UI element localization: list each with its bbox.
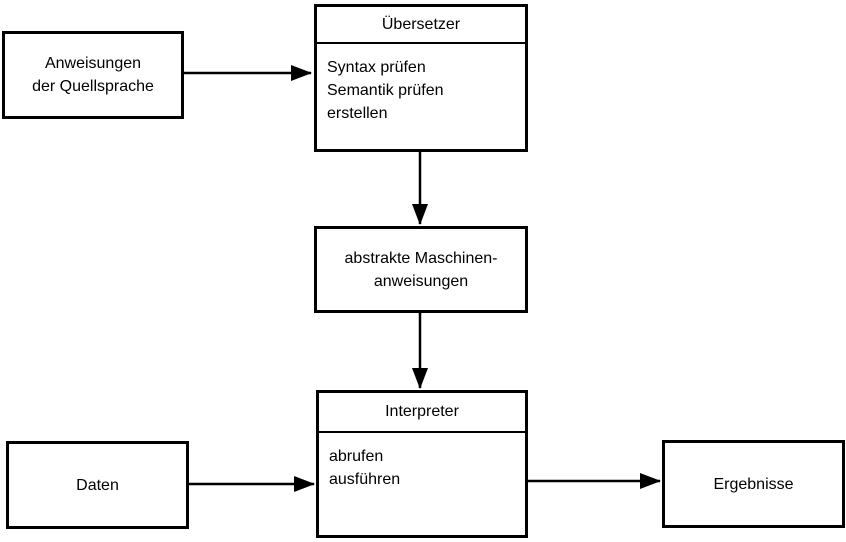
node-interpreter-title: Interpreter: [319, 393, 525, 433]
node-abstract-line-1: abstrakte Maschinen-: [344, 249, 498, 267]
node-source-line-2: der Quellsprache: [32, 78, 154, 95]
node-interpreter-body: abrufen ausführen: [319, 433, 525, 491]
node-translator-body: Syntax prüfen Semantik prüfen erstellen: [317, 44, 525, 125]
node-data-label: Daten: [76, 476, 119, 494]
node-translator: Übersetzer Syntax prüfen Semantik prüfen…: [314, 4, 528, 152]
node-source-line-1: Anweisungen: [44, 55, 142, 72]
node-abstract-line-2: anweisungen: [373, 272, 469, 290]
node-interpreter-body-line-2: ausführen: [329, 471, 401, 488]
node-abstract-machine-instructions: abstrakte Maschinen- anweisungen: [314, 226, 528, 313]
node-translator-body-line-1: Syntax prüfen: [327, 59, 426, 76]
node-interpreter: Interpreter abrufen ausführen: [316, 390, 528, 538]
node-translator-body-line-3: erstellen: [327, 105, 388, 122]
node-data: Daten: [6, 441, 189, 529]
node-results: Ergebnisse: [662, 440, 845, 528]
node-translator-body-line-2: Semantik prüfen: [327, 82, 444, 99]
node-results-label: Ergebnisse: [713, 475, 794, 493]
node-translator-title: Übersetzer: [317, 7, 525, 44]
node-source-instructions: Anweisungen der Quellsprache: [2, 31, 184, 119]
node-interpreter-body-line-1: abrufen: [329, 448, 384, 465]
